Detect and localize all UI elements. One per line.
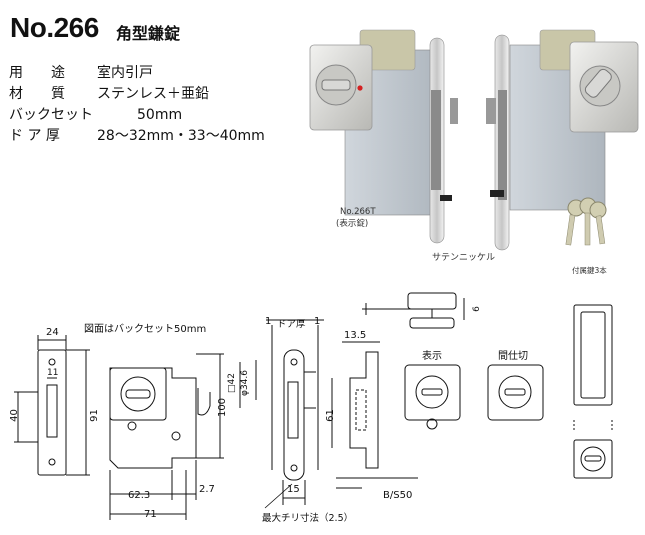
- dim-1-right: 1: [314, 316, 321, 327]
- dim-61: 61: [324, 409, 336, 422]
- spec-label: 用 途: [9, 65, 65, 81]
- lock-left-image: [309, 29, 458, 244]
- drawing-note: 図面はバックセット50mm: [84, 324, 207, 335]
- product-photo: [309, 29, 639, 251]
- spec-value: 50mm: [137, 107, 183, 123]
- model-number: No.266: [10, 12, 99, 43]
- lock-body-outline: [109, 367, 197, 469]
- lock-right-image: [486, 29, 639, 251]
- dim-71: 71: [144, 509, 157, 520]
- dim-24: 24: [46, 327, 59, 338]
- dim-42: □42: [226, 373, 237, 393]
- spec-label: 材 質: [9, 86, 65, 102]
- dim-13-5: 13.5: [344, 330, 367, 341]
- spec-value: 室内引戸: [97, 65, 153, 81]
- spec-label: ド ア 厚: [9, 128, 60, 144]
- dim-11: 11: [47, 368, 59, 378]
- dim-40: 40: [8, 409, 20, 422]
- label-indicator: 表示: [422, 351, 442, 362]
- spec-row-backset: バックセット 50mm: [9, 104, 182, 124]
- technical-drawing: [14, 292, 613, 520]
- photo-caption-keys: 付属鍵3本: [572, 266, 607, 275]
- dim-door-thickness: ドア厚: [277, 319, 306, 330]
- spec-value: ステンレス＋亜鉛: [97, 86, 209, 102]
- partition-plate: [487, 364, 544, 421]
- dim-2-7: 2.7: [199, 484, 215, 495]
- spec-row-door-thickness: ド ア 厚 28～32mm・33～40mm: [9, 125, 265, 145]
- indicator-plate: [404, 364, 461, 421]
- spec-row-use: 用 途 室内引戸: [9, 62, 153, 82]
- keys-image: [565, 197, 607, 246]
- dim-91: 91: [88, 409, 100, 422]
- label-partition: 間仕切: [498, 351, 528, 362]
- photo-caption-finish: サテンニッケル: [432, 253, 496, 263]
- spec-row-material: 材 質 ステンレス＋亜鉛: [9, 83, 209, 103]
- spec-value: 28～32mm・33～40mm: [97, 128, 265, 144]
- red-indicator-icon: [357, 85, 363, 91]
- dim-1-left: 1: [265, 316, 272, 327]
- faceplate-outline: [37, 349, 67, 476]
- dim-62-3: 62.3: [128, 490, 151, 501]
- product-name: 角型鎌錠: [116, 24, 181, 43]
- dim-34-6: φ34.6: [239, 370, 250, 396]
- spec-label: バックセット: [9, 107, 93, 123]
- dim-backset: B/S50: [383, 490, 413, 501]
- dim-6: 6: [471, 306, 482, 312]
- dim-15: 15: [287, 484, 300, 495]
- flush-pull-outline: [573, 304, 613, 406]
- photo-caption-type: (表示錠): [336, 219, 369, 229]
- dim-max-chiri: 最大チリ寸法（2.5）: [262, 513, 354, 524]
- photo-caption-model: No.266T: [340, 207, 376, 217]
- dim-100: 100: [217, 397, 229, 418]
